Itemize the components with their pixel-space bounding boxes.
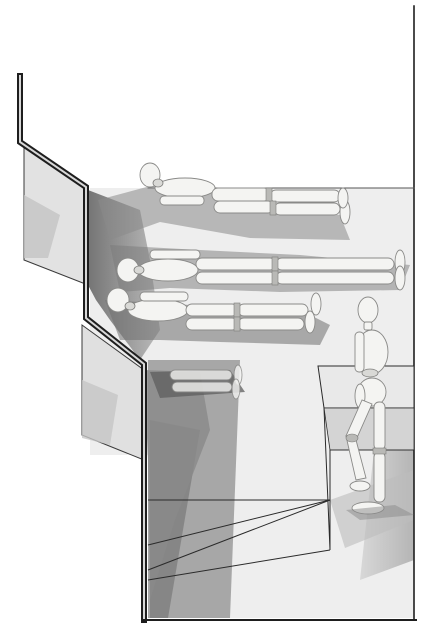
mannequin-lying-top (98, 163, 350, 240)
